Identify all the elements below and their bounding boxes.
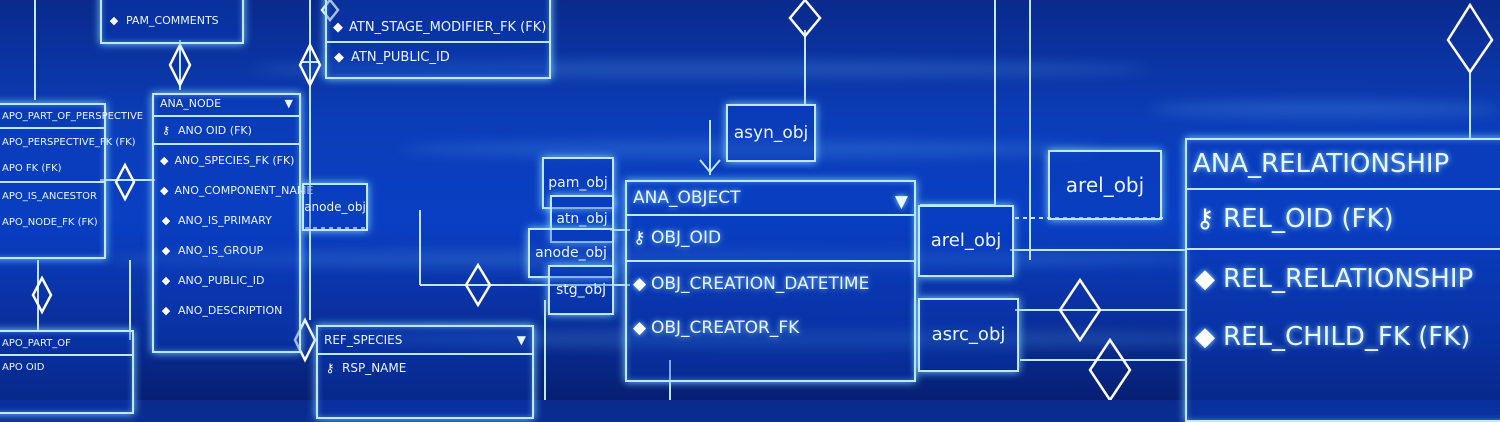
entity-row: ◆ PAM_COMMENTS (102, 14, 242, 27)
entity-row: ◆ REL_RELATIONSHIP (1187, 250, 1500, 308)
field-ano-is-primary: ANO_IS_PRIMARY (178, 213, 272, 227)
entity-row: ⚷ REL_OID (FK) (1187, 190, 1500, 248)
field-pam-comments: PAM_COMMENTS (126, 14, 219, 27)
entity-title: ANA_NODE (160, 97, 222, 110)
diamond-key-icon: ◆ (160, 153, 169, 167)
entity-row: ◆ ANO_SPECIES_FK (FK) (154, 145, 299, 175)
field-apo-fk: APO FK (FK) (2, 162, 62, 174)
field-obj-creator-fk: OBJ_CREATOR_FK (651, 318, 800, 338)
field-ano-public-id: ANO_PUBLIC_ID (178, 273, 265, 287)
key-icon: ⚷ (633, 228, 646, 248)
label-atn-obj: atn_obj (550, 195, 614, 243)
field-apo-part-of: APO_PART_OF (2, 337, 71, 349)
key-icon: ⚷ (325, 361, 335, 375)
field-obj-creation-datetime: OBJ_CREATION_DATETIME (651, 274, 870, 294)
field-ano-component-name: ANO_COMPONENT_NAME (174, 183, 314, 197)
entity-ana-object: ANA_OBJECT ▼ ⚷ OBJ_OID ◆ OBJ_CREATION_DA… (625, 180, 916, 382)
label-pam-obj: pam_obj (542, 157, 614, 209)
entity-row: ◆ ANO_PUBLIC_ID (154, 265, 299, 295)
entity-pam: ◆ PAM_COMMENTS (100, 0, 244, 44)
entity-ana-relationship: ANA_RELATIONSHIP ⚷ REL_OID (FK) ◆ REL_RE… (1185, 138, 1500, 422)
light-streak (1150, 100, 1500, 118)
diamond-key-icon: ◆ (333, 19, 343, 35)
relationship-lines (34, 0, 1471, 400)
label-anode-obj: anode_obj (528, 228, 614, 278)
field-ano-is-group: ANO_IS_GROUP (178, 243, 264, 257)
diamond-key-icon: ◆ (334, 49, 344, 65)
entity-row: ⚷ ANO OID (FK) (154, 117, 299, 143)
field-rel-relationship: REL_RELATIONSHIP (1223, 264, 1474, 294)
field-rel-child-fk: REL_CHILD_FK (FK) (1223, 322, 1471, 352)
diamond-key-icon: ◆ (633, 274, 647, 294)
entity-title: ANA_RELATIONSHIP (1193, 149, 1450, 179)
field-rsp-name: RSP_NAME (342, 361, 407, 375)
diamond-key-icon: ◆ (161, 303, 171, 317)
label-asrc-obj: asrc_obj (918, 298, 1019, 372)
entity-header: ANA_NODE ▼ (154, 95, 299, 117)
diamond-key-icon: ◆ (160, 183, 169, 197)
entity-apo-bottom: APO_PART_OF APO OID (0, 330, 134, 414)
entity-row: ◆ ANO_COMPONENT_NAME (154, 175, 313, 205)
diamond-key-icon: ◆ (633, 318, 647, 338)
entity-header: REF_SPECIES ▼ (318, 327, 532, 355)
entity-ref-species: REF_SPECIES ▼ ⚷ RSP_NAME (316, 325, 534, 419)
diamond-key-icon: ◆ (161, 213, 171, 227)
field-atn-stage-modifier: ATN_STAGE_MODIFIER_FK (FK) (349, 19, 547, 35)
label-stg-obj: stg_obj (548, 265, 614, 315)
field-apo-part-of-perspective: APO_PART_OF_PERSPECTIVE (2, 110, 144, 122)
light-streak (350, 330, 1250, 348)
label-anode-obj-left: anode_obj (302, 183, 368, 231)
field-ano-species-fk: ANO_SPECIES_FK (FK) (174, 153, 295, 167)
light-streak (250, 60, 1150, 78)
field-apo-node-fk: APO_NODE_FK (FK) (2, 216, 98, 228)
entity-header: ANA_OBJECT ▼ (627, 182, 914, 216)
entity-row: ◆ OBJ_CREATION_DATETIME (627, 262, 914, 306)
diamond-key-icon: ◆ (1195, 322, 1215, 352)
entity-row: ◆ ATN_STAGE_MODIFIER_FK (FK) (327, 13, 549, 41)
field-ano-description: ANO_DESCRIPTION (178, 303, 283, 317)
key-icon: ⚷ (1195, 204, 1215, 234)
entity-title: REF_SPECIES (324, 333, 403, 347)
entity-row: ◆ ANO_IS_GROUP (154, 235, 299, 265)
diamond-key-icon: ◆ (161, 273, 171, 287)
entity-row: ◆ ANO_IS_PRIMARY (154, 205, 299, 235)
label-arel-obj: arel_obj (918, 205, 1014, 277)
entity-atn: ◆ ATN_STAGE_MODIFIER_FK (FK) ◆ ATN_PUBLI… (325, 0, 551, 79)
label-arel-obj-top: arel_obj (1048, 150, 1162, 220)
diamond-key-icon: ◆ (161, 243, 171, 257)
dropdown-arrow-icon[interactable]: ▼ (894, 192, 908, 212)
dropdown-arrow-icon[interactable]: ▼ (516, 333, 526, 347)
label-asyn-obj: asyn_obj (726, 104, 816, 162)
entity-apo: APO_PART_OF_PERSPECTIVE APO_PERSPECTIVE_… (0, 103, 144, 259)
field-apo-is-ancestor: APO_IS_ANCESTOR (2, 190, 97, 202)
entity-row: ◆ ATN_PUBLIC_ID (327, 43, 549, 71)
diamond-key-icon: ◆ (1195, 264, 1215, 294)
diamond-key-icon: ◆ (109, 14, 119, 27)
entity-row: ◆ OBJ_CREATOR_FK (627, 306, 914, 350)
entity-title: ANA_OBJECT (633, 188, 741, 208)
entity-row: ◆ ANO_DESCRIPTION (154, 295, 299, 325)
field-apo-oid: APO OID (2, 361, 45, 373)
entity-row: ⚷ RSP_NAME (318, 355, 532, 381)
entity-row: ⚷ OBJ_OID (627, 216, 914, 260)
entity-row: ◆ REL_CHILD_FK (FK) (1187, 308, 1500, 366)
light-streak (100, 250, 1200, 268)
field-apo-perspective-fk: APO_PERSPECTIVE_FK (FK) (2, 136, 136, 148)
entity-ana-node: ANA_NODE ▼ ⚷ ANO OID (FK) ◆ ANO_SPECIES_… (152, 93, 313, 353)
key-icon: ⚷ (161, 123, 171, 137)
field-obj-oid: OBJ_OID (651, 228, 722, 248)
field-atn-public-id: ATN_PUBLIC_ID (351, 49, 450, 65)
field-rel-oid: REL_OID (FK) (1223, 204, 1394, 234)
light-streak (400, 140, 1100, 158)
entity-header: ANA_RELATIONSHIP (1187, 140, 1500, 190)
dropdown-arrow-icon[interactable]: ▼ (284, 97, 293, 110)
field-ano-oid: ANO OID (FK) (178, 123, 252, 137)
